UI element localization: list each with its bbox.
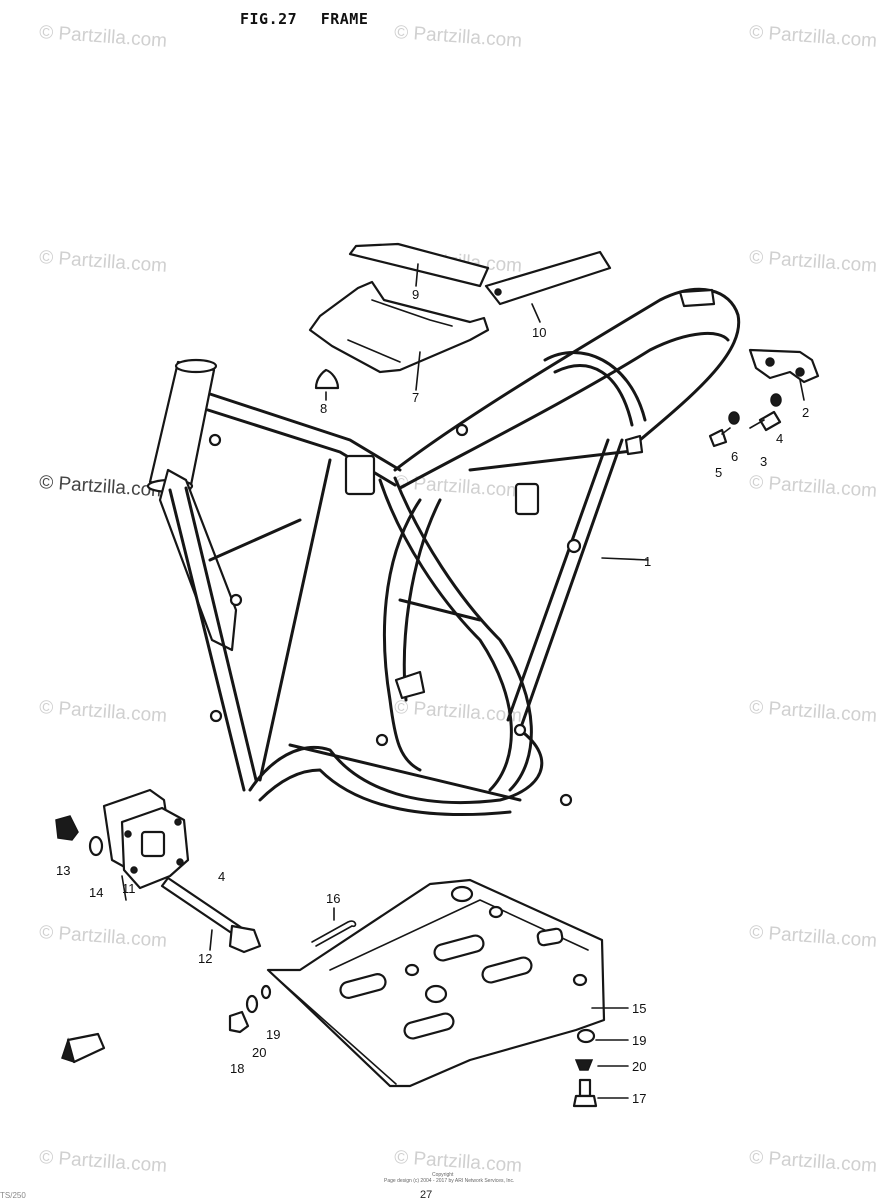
figure-number: FIG.27	[240, 10, 298, 28]
bolt-part-3	[749, 410, 782, 432]
washer-part-19b	[260, 984, 272, 1000]
strap-part-9	[348, 242, 490, 288]
bolt-part-12	[160, 876, 262, 954]
callout-4: 4	[776, 431, 784, 446]
callout-7: 7	[412, 390, 420, 405]
callout-19-left: 19	[266, 1027, 281, 1042]
model-code: TS/250	[0, 1191, 26, 1200]
washer-part-20	[574, 1059, 594, 1071]
plate-part-10	[484, 250, 612, 306]
callout-6: 6	[731, 449, 739, 464]
bracket-part-7	[308, 280, 490, 374]
nut-part-18	[228, 1010, 250, 1034]
callout-17: 17	[632, 1091, 647, 1106]
callout-16: 16	[326, 891, 341, 906]
page-number: 27	[420, 1189, 433, 1201]
mount-plate-part-11	[102, 788, 190, 901]
callout-12: 12	[198, 951, 213, 966]
washer-part-20b	[245, 994, 259, 1014]
nut-part-13	[55, 815, 79, 841]
callout-2: 2	[802, 405, 810, 420]
callout-10: 10	[532, 325, 547, 340]
callout-20-left: 20	[252, 1045, 267, 1060]
front-arrow-icon	[61, 1032, 106, 1064]
copyright-line: Copyright	[432, 1172, 454, 1178]
washer-part-14	[88, 835, 104, 857]
frame-part	[146, 287, 741, 817]
bolt-part-5	[708, 427, 731, 448]
callout-18: 18	[230, 1061, 245, 1076]
pin-part-16	[311, 920, 357, 947]
callout-9: 9	[412, 287, 420, 302]
callout-20: 20	[632, 1059, 647, 1074]
callout-11: 11	[122, 881, 136, 896]
callout-3: 3	[760, 454, 768, 469]
figure-title: FIG.27 FRAME	[240, 10, 382, 28]
copyright-line: Page design (c) 2004 - 2017 by ARI Netwo…	[384, 1178, 515, 1184]
callout-4-lower: 4	[218, 869, 226, 884]
callout-1: 1	[644, 554, 652, 569]
washer-part-19	[576, 1028, 596, 1044]
callout-5: 5	[715, 465, 723, 480]
cushion-part-8	[314, 368, 340, 390]
bolt-part-17	[572, 1078, 598, 1108]
callout-15: 15	[632, 1001, 647, 1016]
callout-19: 19	[632, 1033, 647, 1048]
callout-8: 8	[320, 401, 328, 416]
figure-name: FRAME	[320, 10, 369, 28]
bracket-part-2	[748, 348, 820, 384]
callout-13: 13	[56, 863, 71, 878]
nut-part-4	[770, 393, 782, 407]
washer-part-6	[728, 411, 740, 425]
callout-14: 14	[89, 885, 104, 900]
leader-lines	[209, 263, 805, 1099]
skid-plate-part-15	[266, 878, 606, 1088]
